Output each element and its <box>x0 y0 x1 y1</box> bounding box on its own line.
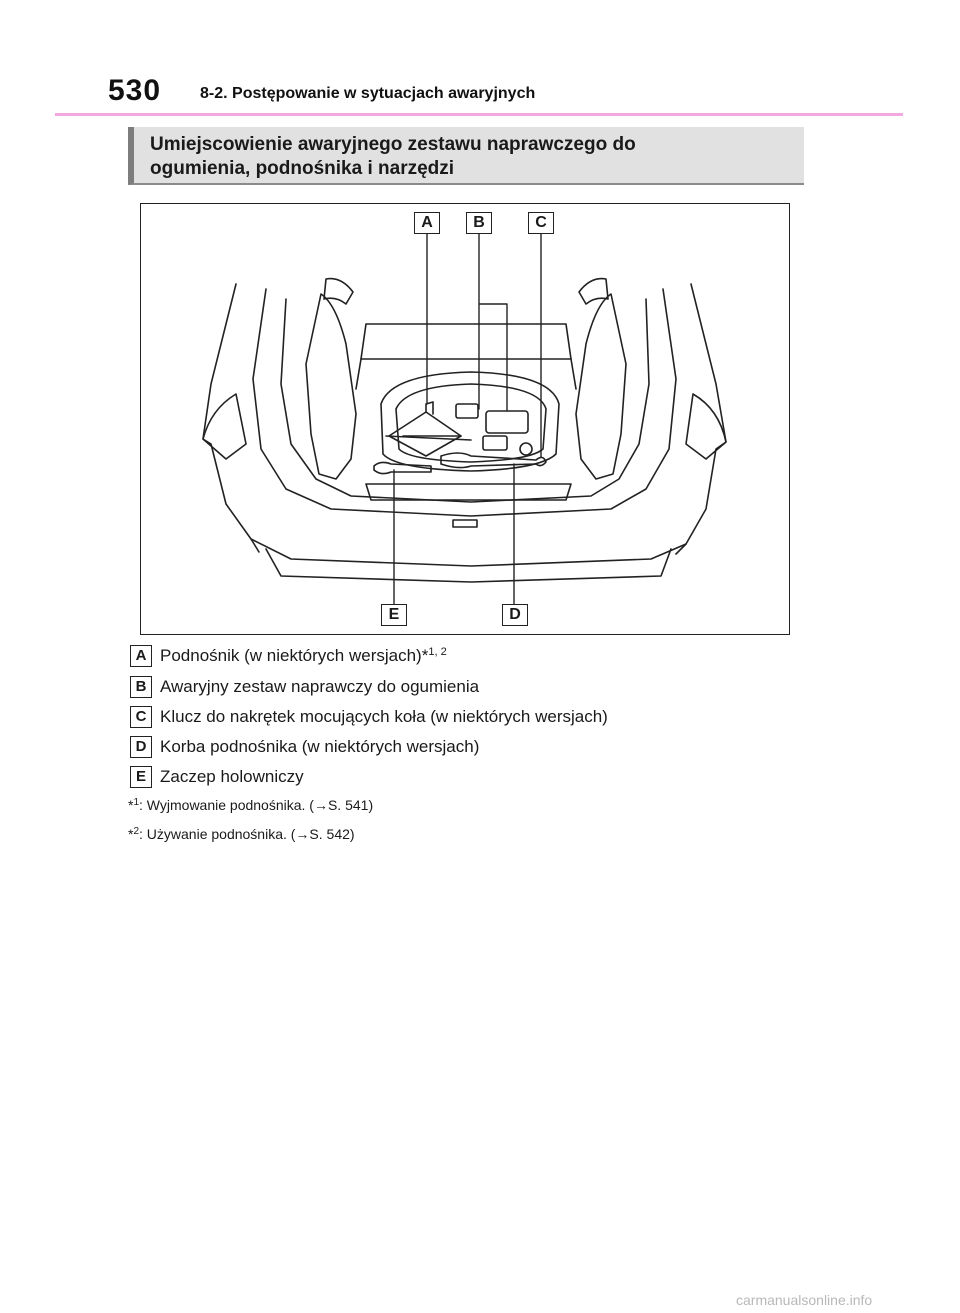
page-number: 530 <box>108 74 162 107</box>
watermark: carmanualsonline.info <box>736 1292 873 1308</box>
trunk-latch <box>452 519 478 528</box>
wrench-socket <box>519 442 533 456</box>
section-title-line-1: Umiejscowienie awaryjnego zestawu napraw… <box>150 134 636 155</box>
trunk-drawing <box>202 233 727 605</box>
right-tail-light <box>685 393 727 460</box>
seat-back-top <box>360 323 572 360</box>
repair-kit-compressor <box>455 403 479 419</box>
trunk-opening <box>252 288 677 517</box>
legend-key: B <box>130 676 152 698</box>
section-title-line-2: ogumienia, podnośnika i narzędzi <box>150 158 455 179</box>
callout-d: D <box>502 604 528 626</box>
legend-label: Awaryjny zestaw naprawczy do ogumienia <box>160 677 480 696</box>
bumper-lower <box>265 548 672 583</box>
legend-label: Zaczep holowniczy <box>160 767 304 786</box>
jack-screw <box>385 435 472 441</box>
left-side-trim <box>305 293 357 480</box>
trunk-inner-edge <box>280 298 650 503</box>
legend-key: C <box>130 706 152 728</box>
leader-line-b <box>478 233 508 412</box>
right-shelf-bracket <box>578 277 609 305</box>
tire-well <box>380 371 560 472</box>
footnote-1: *1: Wyjmowanie podnośnika. (→S. 541) <box>128 797 374 813</box>
callout-b: B <box>466 212 492 234</box>
chapter-title: 8-2. Postępowanie w sytuacjach awaryjnyc… <box>200 85 536 102</box>
header-rule <box>55 113 903 116</box>
repair-kit-box <box>485 410 529 434</box>
jack-arm <box>402 401 462 437</box>
legend-label: Podnośnik (w niektórych wersjach)*1, 2 <box>160 646 447 665</box>
wheel-nut-wrench <box>440 452 547 469</box>
seat-back-line <box>355 358 577 390</box>
repair-kit-bottle <box>482 435 508 451</box>
section-heading-box: Umiejscowienie awaryjnego zestawu napraw… <box>128 127 804 185</box>
tire-well-inner <box>395 383 547 463</box>
legend-label: Korba podnośnika (w niektórych wersjach) <box>160 737 480 756</box>
trunk-illustration: A B C D E <box>140 203 790 635</box>
footnote-2: *2: Używanie podnośnika. (→S. 542) <box>128 826 355 842</box>
towing-eye <box>373 461 432 475</box>
callout-a: A <box>414 212 440 234</box>
left-tail-light <box>202 393 247 460</box>
callout-e: E <box>381 604 407 626</box>
legend-footnote-ref: 1, 2 <box>428 646 447 658</box>
right-side-trim <box>575 293 627 480</box>
floor-board <box>365 483 572 501</box>
section-title: Umiejscowienie awaryjnego zestawu napraw… <box>150 133 790 181</box>
legend-key: D <box>130 736 152 758</box>
legend-label: Klucz do nakrętek mocujących koła (w nie… <box>160 707 608 726</box>
legend-key: A <box>130 645 152 667</box>
left-shelf-bracket <box>323 277 354 305</box>
callout-c: C <box>528 212 554 234</box>
bumper-edge <box>250 538 687 555</box>
legend-key: E <box>130 766 152 788</box>
